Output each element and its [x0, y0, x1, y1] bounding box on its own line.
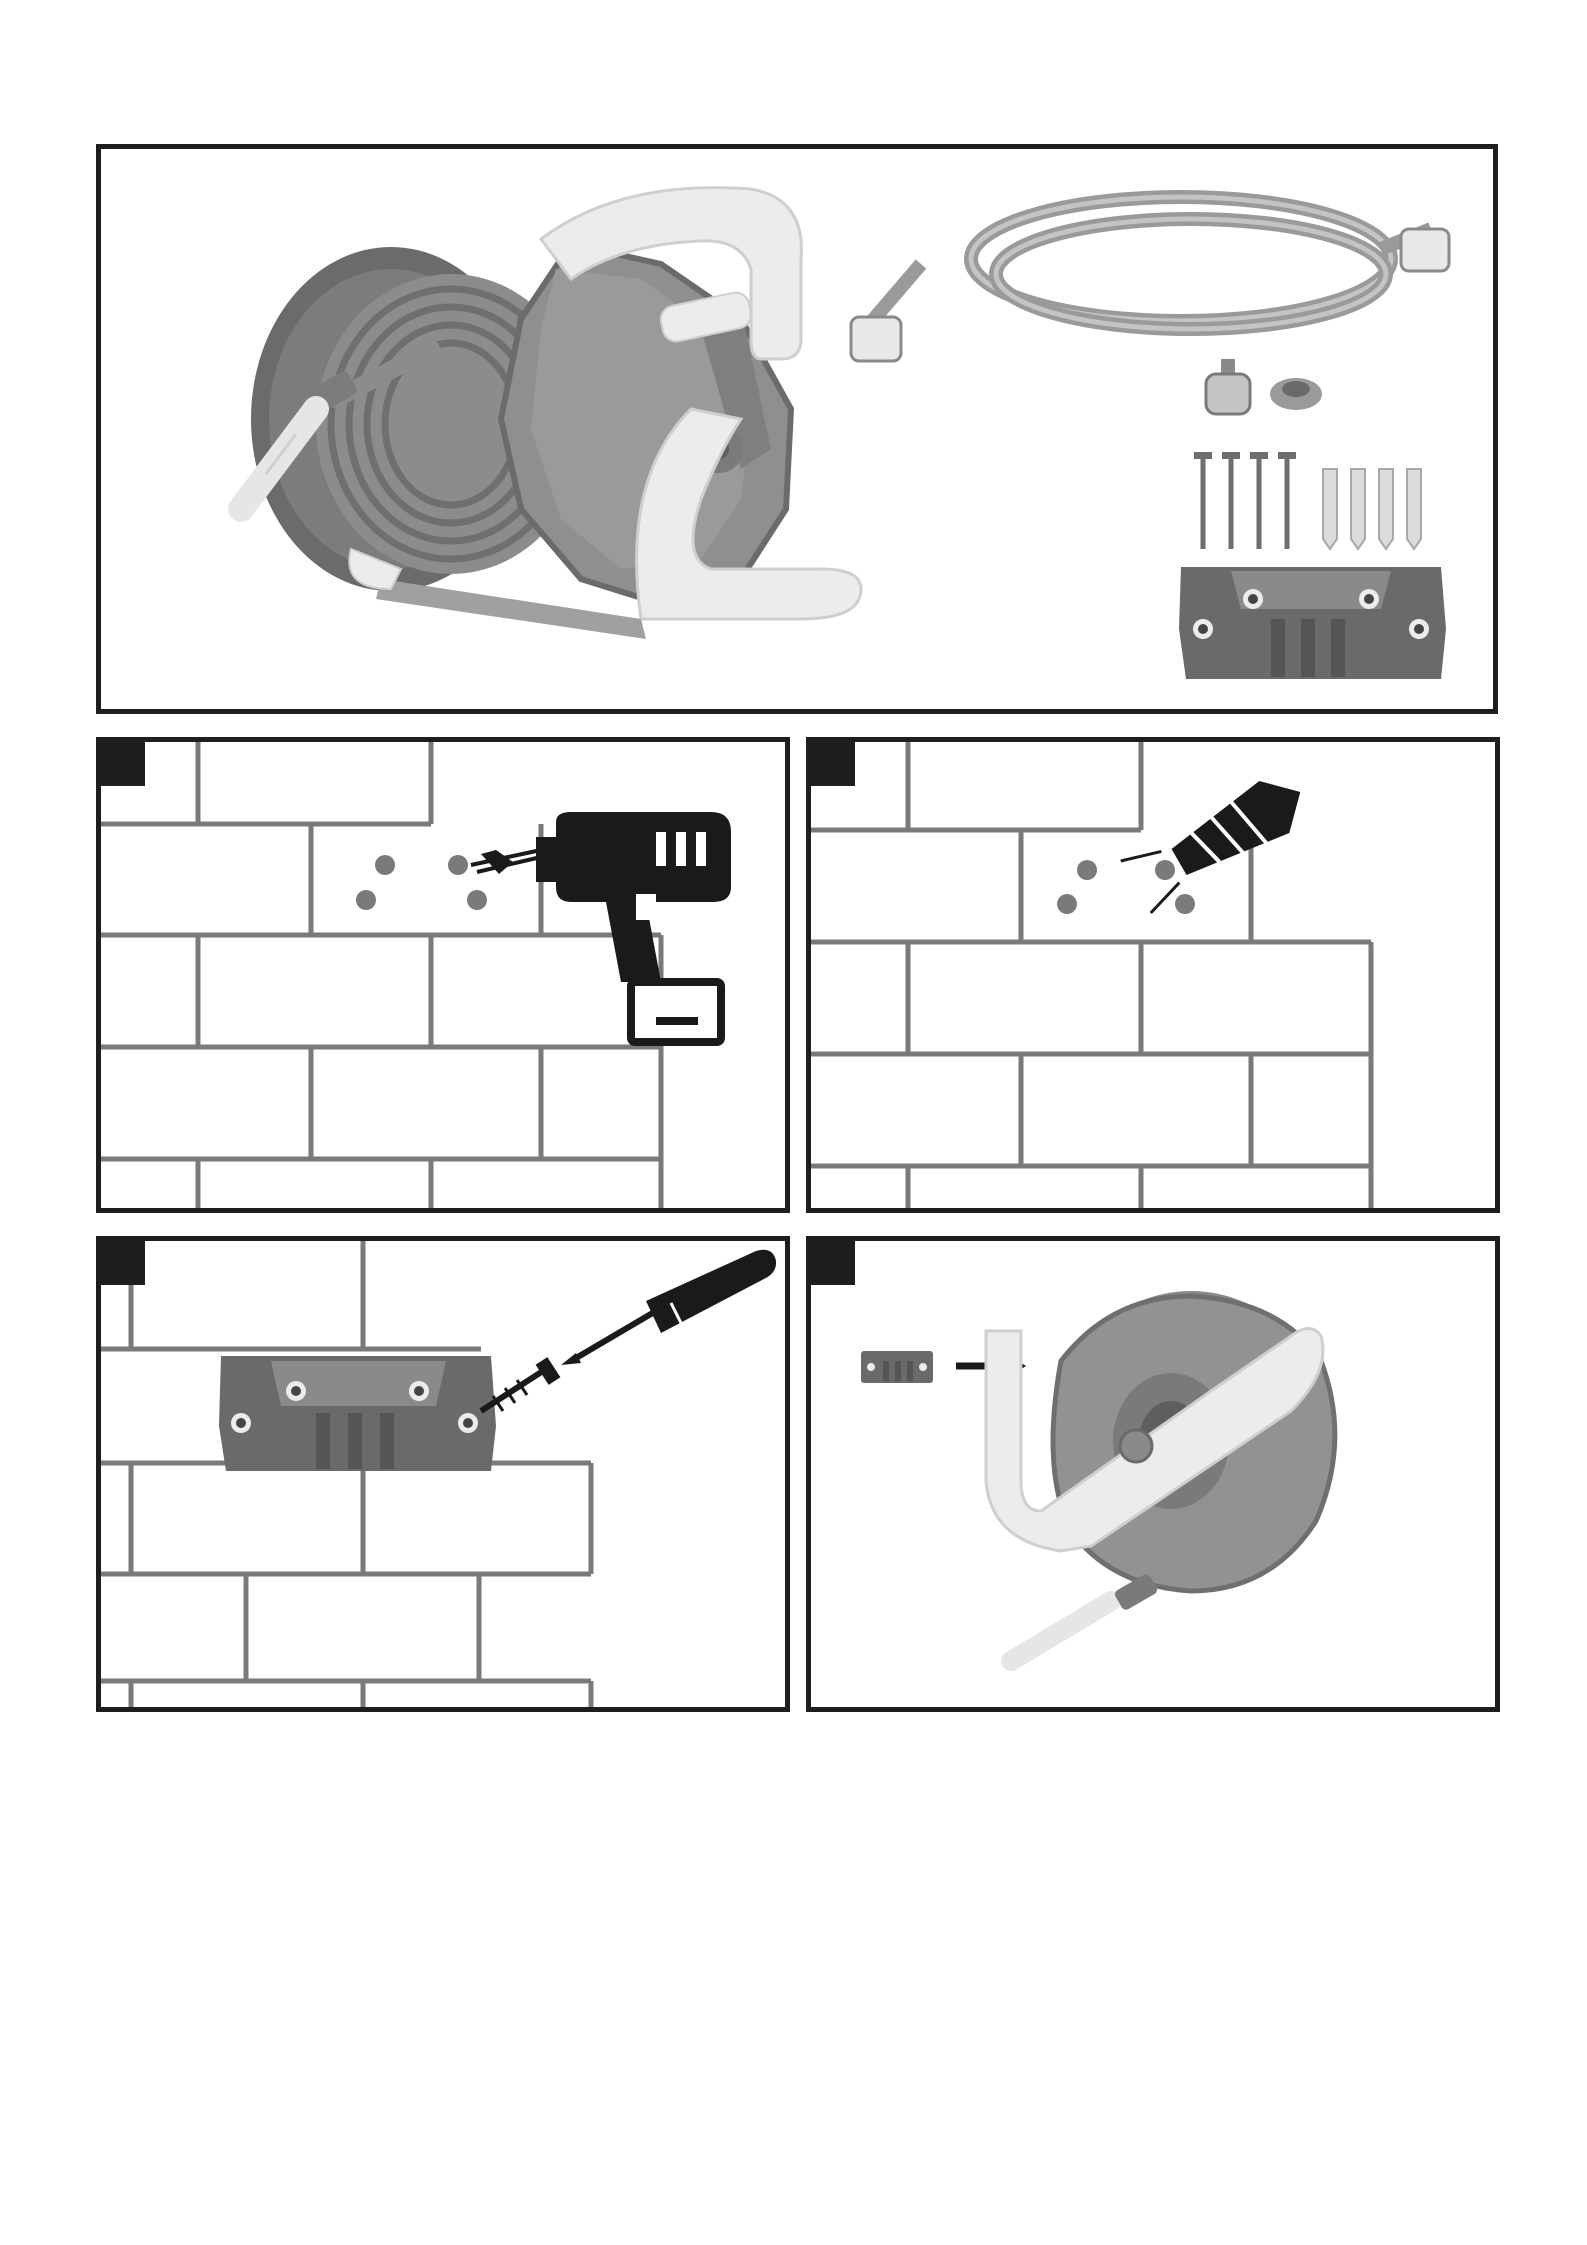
wall-bracket	[219, 1356, 496, 1471]
tap-adapter-image	[1270, 378, 1322, 410]
screws-image	[1203, 459, 1287, 549]
step-4-panel	[806, 1236, 1500, 1712]
coupler-left	[851, 317, 901, 361]
small-wall-bracket	[861, 1351, 933, 1383]
plug-step-illustration	[811, 742, 1495, 1208]
tap-connector-image	[1206, 359, 1250, 414]
screw-step-illustration	[101, 1241, 785, 1707]
wall-bracket-image	[1179, 567, 1446, 679]
brick-wall	[101, 742, 661, 1208]
step-1-marker	[101, 742, 145, 786]
drill-step-illustration	[101, 742, 785, 1208]
screwdriver-icon	[561, 1250, 776, 1365]
step-2-panel	[806, 737, 1500, 1213]
hose-reel-icon	[986, 1291, 1335, 1661]
connection-hose-image	[861, 197, 1431, 334]
wall-plug-icon	[1121, 766, 1316, 913]
hose-reel-image	[241, 188, 861, 639]
step-2-marker	[811, 742, 855, 786]
overview-panel	[96, 144, 1498, 714]
coupler-right	[1401, 229, 1449, 271]
overview-illustration	[101, 149, 1493, 709]
step-3-panel	[96, 1236, 790, 1712]
step-1-panel	[96, 737, 790, 1213]
step-4-marker	[811, 1241, 855, 1285]
hang-step-illustration	[811, 1241, 1495, 1707]
brick-wall	[101, 1241, 591, 1707]
wall-plugs-image	[1323, 469, 1421, 549]
drill-icon	[471, 812, 731, 1042]
step-3-marker	[101, 1241, 145, 1285]
drill-hole-marks	[356, 855, 487, 910]
